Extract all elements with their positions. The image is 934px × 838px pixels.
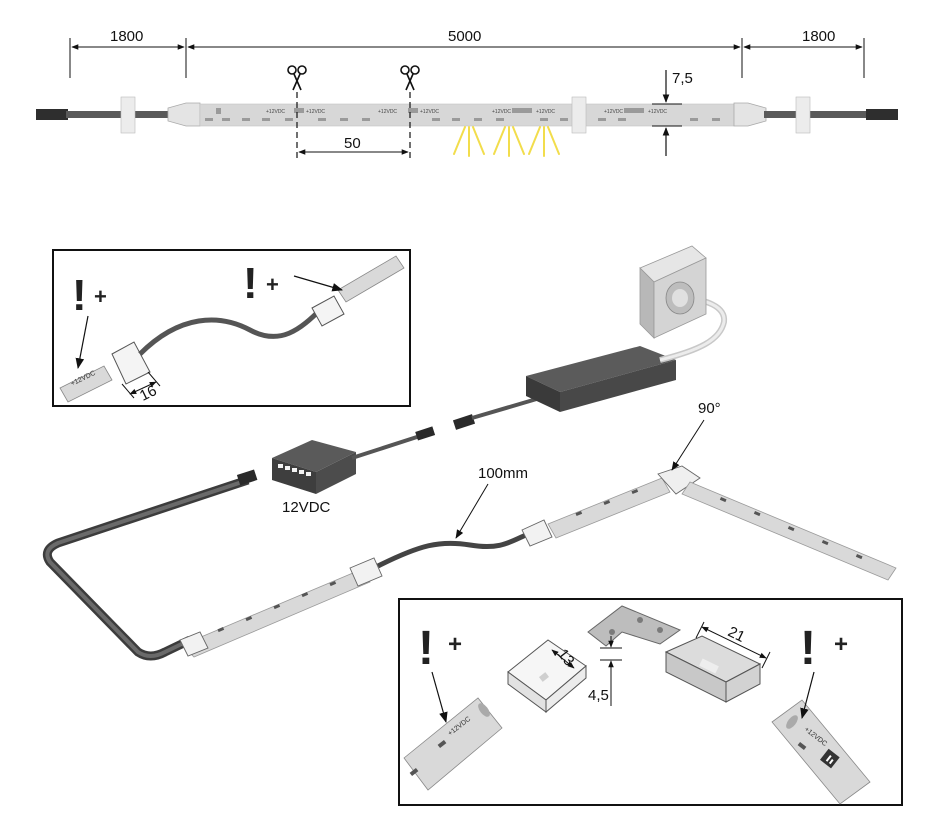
strip-print-3: +12VDC bbox=[378, 109, 397, 115]
left-cable-clip bbox=[120, 96, 136, 134]
inset1-connector-left bbox=[111, 341, 151, 385]
led-strip-middle bbox=[547, 477, 671, 539]
inset1-left-pointer bbox=[75, 315, 89, 370]
lead-plug bbox=[236, 469, 258, 486]
right-cable-clip bbox=[795, 96, 811, 134]
jumper-length: 100mm bbox=[478, 465, 528, 482]
jumper-cable bbox=[376, 531, 530, 569]
jumper-length-leader bbox=[455, 483, 489, 539]
clip-length: 21 bbox=[725, 623, 747, 646]
svg-text:+: + bbox=[94, 284, 107, 309]
plug-female bbox=[415, 426, 436, 441]
corner-angle-leader bbox=[671, 419, 705, 471]
left-plug bbox=[36, 109, 68, 120]
svg-text:!: ! bbox=[800, 622, 816, 675]
right-lead-cable bbox=[764, 111, 868, 118]
strip-print-4: +12VDC bbox=[420, 109, 439, 115]
power-driver bbox=[526, 346, 676, 412]
strip-end-connector bbox=[179, 631, 209, 657]
right-lead-length: 1800 bbox=[802, 28, 835, 45]
inset2-right-pointer bbox=[800, 671, 815, 720]
led-strip-lower bbox=[181, 569, 371, 658]
corner-gap: 4,5 bbox=[588, 687, 609, 704]
wall-socket-icon bbox=[639, 245, 707, 339]
warning-exclamation-icon: ! + bbox=[243, 259, 279, 308]
left-lead-length: 1800 bbox=[110, 28, 143, 45]
inset2-left-pointer bbox=[431, 671, 448, 724]
plug-male bbox=[452, 414, 476, 430]
light-rays-icon bbox=[453, 126, 560, 157]
inset1-right-pointer bbox=[293, 275, 344, 292]
inset2-strip-right bbox=[771, 699, 871, 805]
jumper-connector-right bbox=[521, 519, 553, 547]
inset1-cable bbox=[138, 306, 324, 356]
svg-text:+: + bbox=[266, 272, 279, 297]
strip-print-6: +12VDC bbox=[536, 109, 555, 115]
connector-detail-inset: +12VDC 16 ! + ! + bbox=[52, 249, 411, 407]
warning-exclamation-icon: ! + bbox=[800, 622, 848, 675]
led-strip-right bbox=[681, 481, 897, 581]
svg-text:!: ! bbox=[418, 622, 434, 675]
inset-frame-top bbox=[52, 249, 411, 407]
strip-dimension-drawing: 1800 5000 1800 +12VDC +12VDC +12VDC +12V… bbox=[36, 28, 898, 158]
inset1-connector-right bbox=[311, 295, 345, 327]
strip-length: 5000 bbox=[448, 28, 481, 45]
strip-print-5: +12VDC bbox=[492, 109, 511, 115]
strip-cover-clip bbox=[571, 96, 587, 134]
strip-print-1: +12VDC bbox=[266, 109, 285, 115]
strip-print-7: +12VDC bbox=[604, 109, 623, 115]
right-end-cap bbox=[733, 102, 767, 127]
svg-text:+: + bbox=[448, 631, 462, 658]
inset1-strip-right bbox=[337, 255, 405, 303]
clip-width-dimension-line bbox=[551, 649, 575, 669]
inset1-strip-left bbox=[59, 365, 113, 403]
scissors-icon bbox=[287, 65, 307, 91]
clip-length-dimension-line bbox=[701, 626, 767, 659]
installation-overview: 100mm 90° 12VD bbox=[42, 245, 897, 661]
corner-angle: 90° bbox=[698, 400, 721, 417]
distribution-box: 12VDC bbox=[272, 440, 356, 516]
inset2-strip-left bbox=[403, 697, 503, 791]
warning-exclamation-icon: ! + bbox=[418, 622, 462, 675]
jumper-connector-left bbox=[349, 557, 383, 587]
inset2-clip-right bbox=[664, 635, 762, 703]
driver-voltage: 12VDC bbox=[282, 499, 331, 516]
svg-text:+: + bbox=[834, 631, 848, 658]
led-strip-body bbox=[199, 103, 735, 127]
driver-output-cable bbox=[471, 396, 541, 420]
hafele-logo-icon bbox=[820, 748, 840, 769]
left-end-cap bbox=[167, 102, 201, 127]
clip-width: 13 bbox=[554, 646, 578, 670]
scissors-icon bbox=[400, 65, 420, 91]
corner-detail-inset: +12VDC 13 4,5 21 bbox=[398, 598, 903, 806]
cut-interval: 50 bbox=[344, 135, 361, 152]
right-plug bbox=[866, 109, 898, 120]
strip-print-2: +12VDC bbox=[306, 109, 325, 115]
strip-width: 7,5 bbox=[672, 70, 693, 87]
connector-offset: 16 bbox=[137, 382, 159, 405]
connector-offset-dimension-line bbox=[129, 381, 157, 395]
svg-text:!: ! bbox=[243, 259, 258, 308]
strip-print-8: +12VDC bbox=[648, 109, 667, 115]
warning-exclamation-icon: ! + bbox=[72, 271, 107, 320]
svg-text:!: ! bbox=[72, 271, 87, 320]
box-to-plug-cable bbox=[351, 434, 421, 460]
